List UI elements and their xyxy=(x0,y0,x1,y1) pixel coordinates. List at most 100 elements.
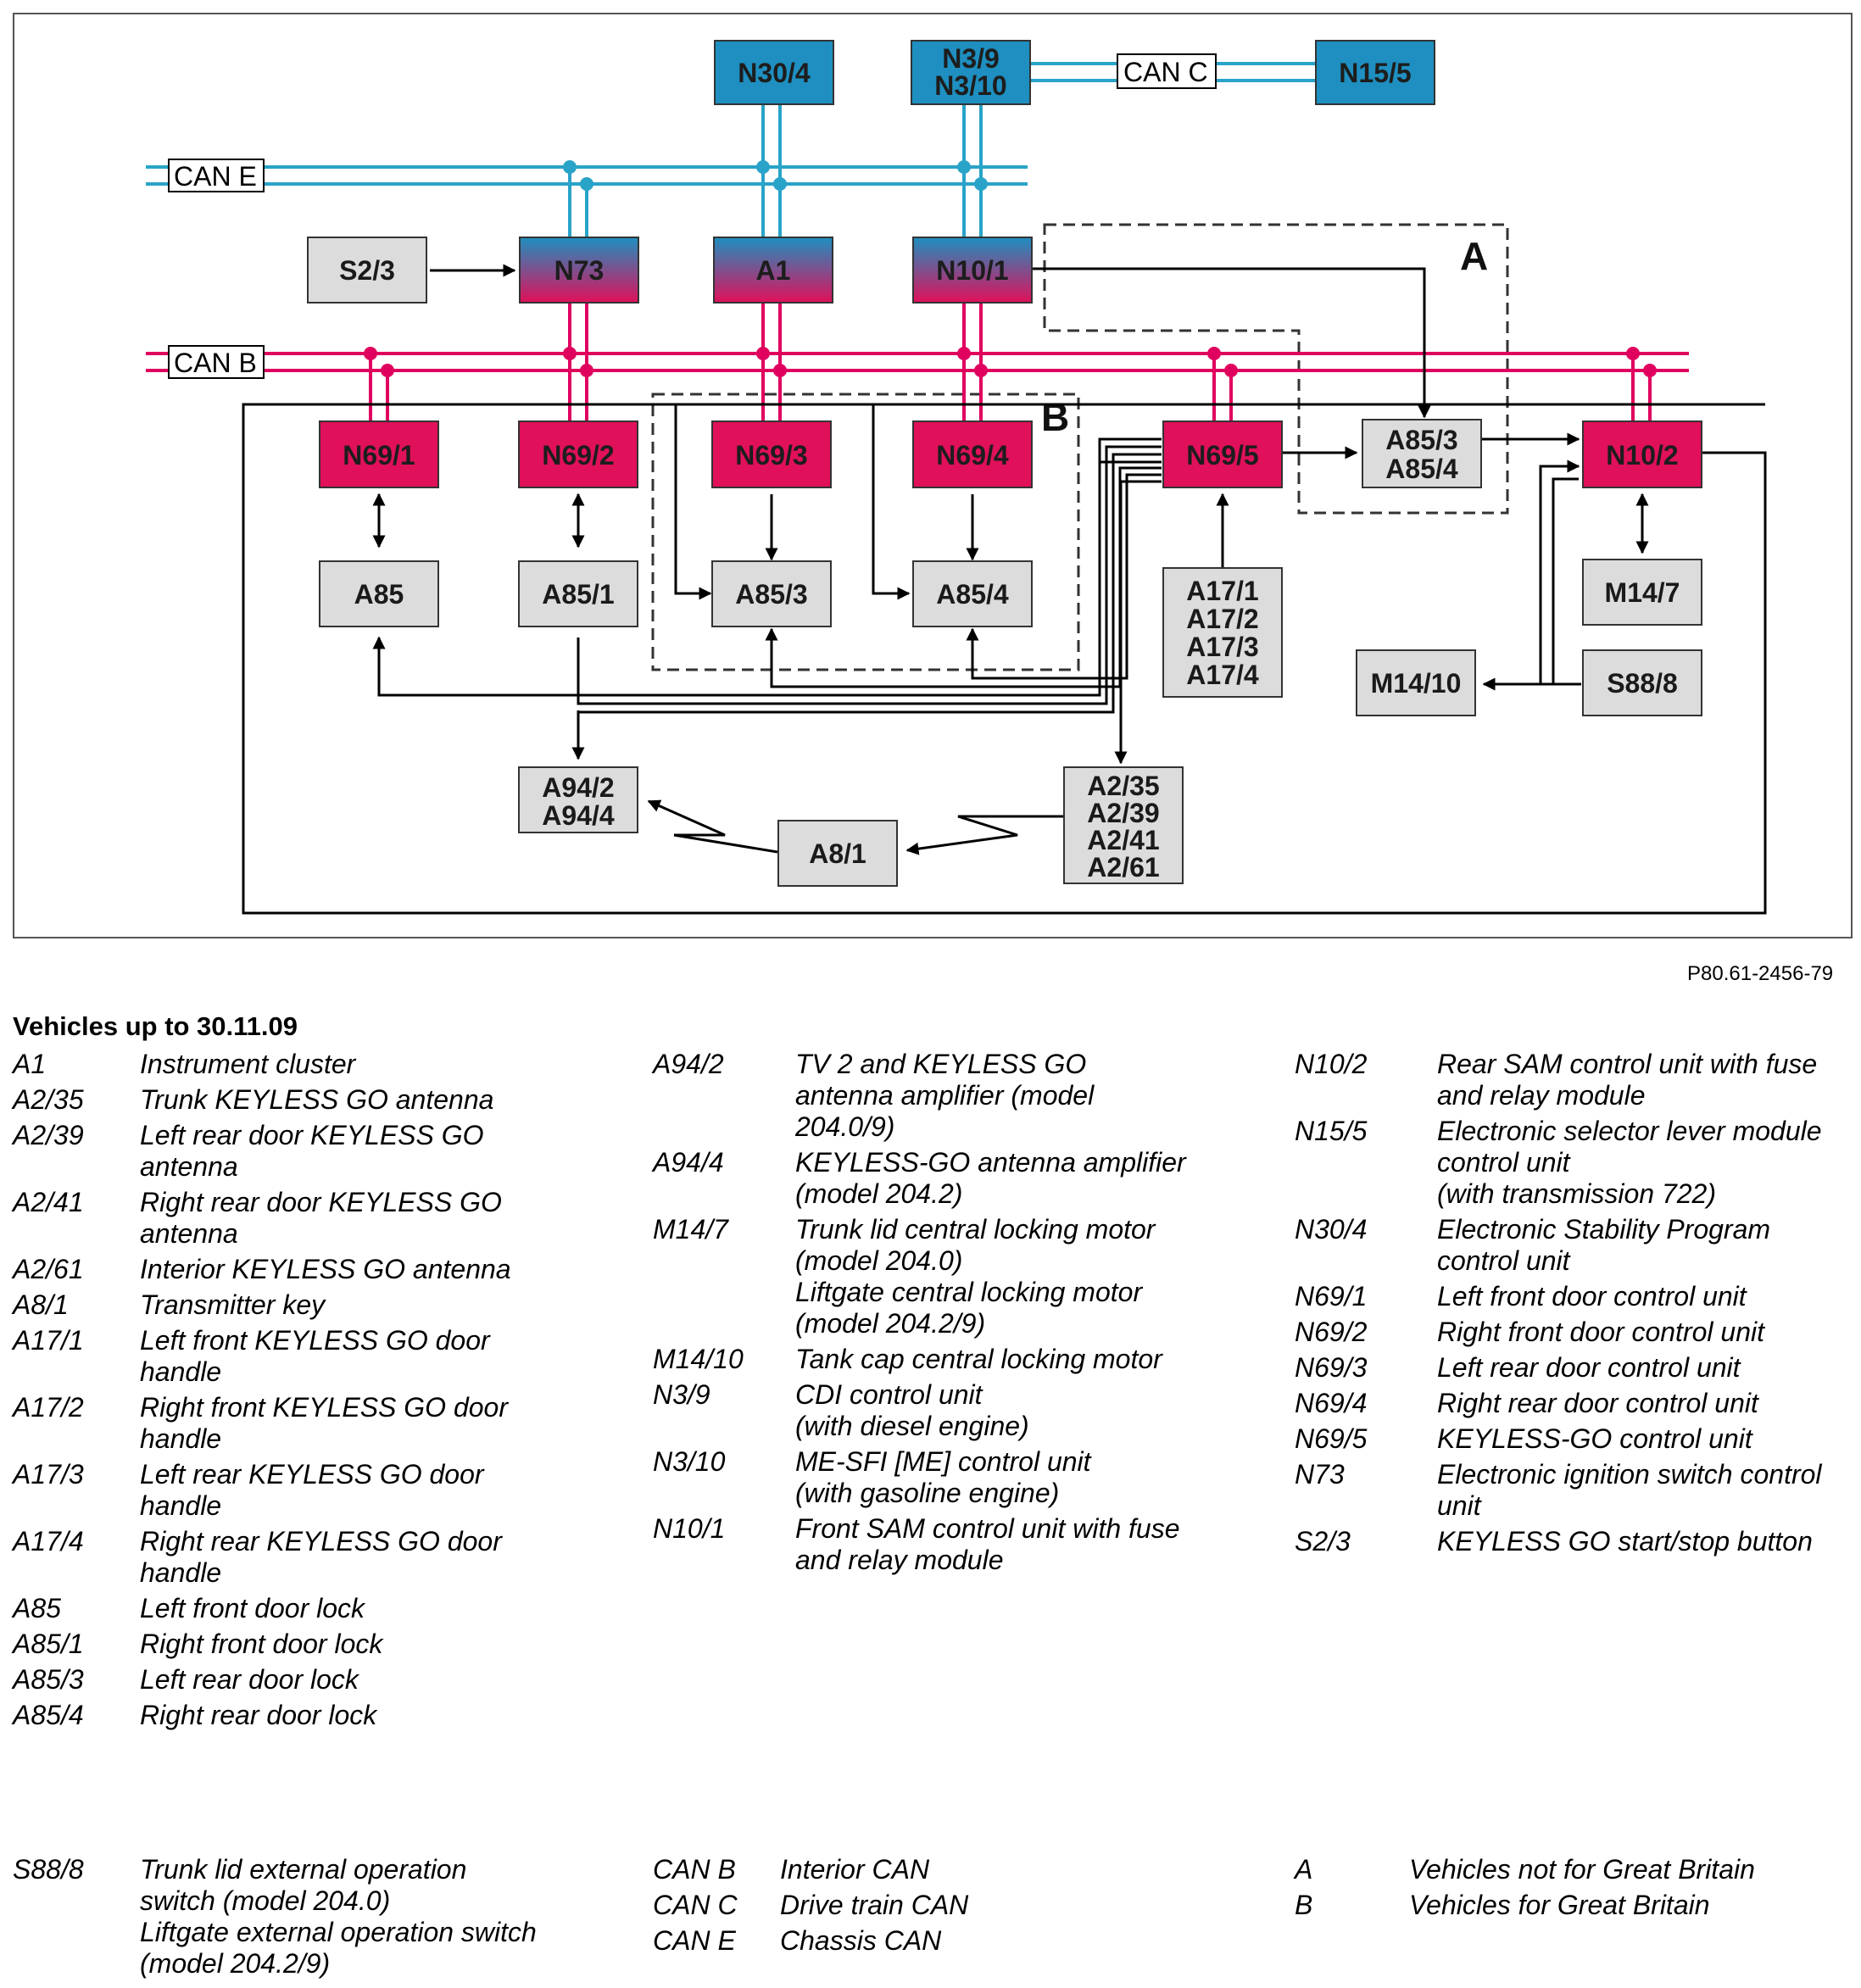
legend-entry: S2/3 KEYLESS GO start/stop button xyxy=(1295,1526,1861,1557)
region-a-label: A xyxy=(1460,234,1488,278)
block-n15-5: N15/5 xyxy=(1315,40,1435,105)
legend-description: Left rear door KEYLESS GO antenna xyxy=(140,1120,484,1182)
legend-code: CAN E xyxy=(653,1925,736,1956)
svg-text:A2/41: A2/41 xyxy=(1087,825,1159,855)
svg-text:N3/10: N3/10 xyxy=(934,70,1006,101)
block-n69-1: N69/1 xyxy=(319,420,439,488)
svg-text:A85/4: A85/4 xyxy=(936,579,1009,610)
svg-text:A85/3: A85/3 xyxy=(1385,425,1457,455)
legend-entry: A2/41 Right rear door KEYLESS GO antenna xyxy=(13,1187,623,1250)
block-a1: A1 xyxy=(713,237,833,303)
legend-description: Instrument cluster xyxy=(140,1049,356,1079)
svg-text:N69/2: N69/2 xyxy=(542,440,614,471)
legend-column-2: A94/2 TV 2 and KEYLESS GO antenna amplifi… xyxy=(653,1049,1263,1580)
legend-description: Drive train CAN xyxy=(780,1890,969,1920)
block-n69-4: N69/4 xyxy=(912,420,1033,488)
legend-description: Electronic ignition switch control unit xyxy=(1437,1459,1822,1521)
signal-lines xyxy=(242,264,1767,915)
legend-description: Right front KEYLESS GO door handle xyxy=(140,1392,508,1454)
legend-code: N73 xyxy=(1295,1459,1345,1490)
svg-text:M14/7: M14/7 xyxy=(1605,577,1680,608)
block-s88-8: S88/8 xyxy=(1582,649,1702,716)
network-diagram: A B CAN E CAN C CAN B xyxy=(13,13,1853,938)
legend-code: A2/41 xyxy=(13,1187,84,1217)
legend-code: S2/3 xyxy=(1295,1526,1351,1556)
svg-text:A94/2: A94/2 xyxy=(542,772,614,803)
legend-description: Right front door lock xyxy=(140,1629,383,1659)
legend-description: KEYLESS GO start/stop button xyxy=(1437,1526,1813,1556)
block-a85: A85 xyxy=(319,560,439,627)
block-a85-4: A85/4 xyxy=(912,560,1033,627)
svg-text:A2/35: A2/35 xyxy=(1087,771,1159,801)
svg-text:A85: A85 xyxy=(354,579,404,610)
block-n3-9-n3-10: N3/9 N3/10 xyxy=(911,40,1031,105)
svg-text:N69/3: N69/3 xyxy=(735,440,807,471)
legend-description: Electronic Stability Program control uni… xyxy=(1437,1214,1771,1276)
svg-text:A17/3: A17/3 xyxy=(1186,632,1258,662)
svg-text:A85/3: A85/3 xyxy=(735,579,807,610)
legend-code: A94/2 xyxy=(653,1049,724,1079)
svg-text:N73: N73 xyxy=(554,255,605,286)
svg-text:A85/1: A85/1 xyxy=(542,579,614,610)
legend-code: A17/4 xyxy=(13,1526,84,1556)
block-n30-4: N30/4 xyxy=(714,40,834,105)
svg-text:A85/4: A85/4 xyxy=(1385,454,1458,484)
block-a8-1: A8/1 xyxy=(777,820,898,887)
legend-description: TV 2 and KEYLESS GO antenna amplifier (m… xyxy=(795,1049,1095,1142)
legend-description: Left rear KEYLESS GO door handle xyxy=(140,1459,484,1521)
can-b-bus xyxy=(146,352,1689,372)
svg-text:N10/1: N10/1 xyxy=(936,255,1008,286)
legend-code: A1 xyxy=(13,1049,47,1079)
svg-text:N15/5: N15/5 xyxy=(1339,58,1411,88)
legend-entry: A17/4 Right rear KEYLESS GO door handle xyxy=(13,1526,623,1589)
svg-text:A8/1: A8/1 xyxy=(809,838,866,869)
legend-description: Right rear KEYLESS GO door handle xyxy=(140,1526,502,1588)
block-n10-2: N10/2 xyxy=(1582,420,1702,488)
legend-code: N69/2 xyxy=(1295,1317,1368,1347)
legend-code: A85/1 xyxy=(13,1629,84,1659)
legend-code: B xyxy=(1295,1890,1313,1920)
svg-text:A2/39: A2/39 xyxy=(1087,798,1159,828)
legend-code: N69/1 xyxy=(1295,1281,1368,1311)
legend-description: Interior CAN xyxy=(780,1854,930,1885)
legend-code: A94/4 xyxy=(653,1147,724,1178)
legend-code: N69/3 xyxy=(1295,1352,1368,1383)
legend-description: Transmitter key xyxy=(140,1289,326,1320)
svg-text:N3/9: N3/9 xyxy=(942,43,1000,74)
legend-entry: A94/2 TV 2 and KEYLESS GO antenna amplifi… xyxy=(653,1049,1263,1143)
legend-description: Interior KEYLESS GO antenna xyxy=(140,1254,511,1284)
can-c-label-box xyxy=(1117,53,1217,89)
legend-code: A17/1 xyxy=(13,1325,84,1356)
legend-description: Right rear door KEYLESS GO antenna xyxy=(140,1187,502,1249)
legend-code: A17/3 xyxy=(13,1459,84,1490)
svg-text:N30/4: N30/4 xyxy=(738,58,811,88)
block-a2-antennas: A2/35 A2/39 A2/41 A2/61 xyxy=(1063,766,1184,884)
legend-code: A2/35 xyxy=(13,1084,84,1115)
legend-description: Left front door lock xyxy=(140,1593,365,1623)
svg-text:A17/4: A17/4 xyxy=(1186,660,1259,690)
svg-text:S88/8: S88/8 xyxy=(1607,668,1678,699)
legend-code: N15/5 xyxy=(1295,1116,1368,1146)
can-c-label: CAN C xyxy=(1123,57,1208,87)
can-e-label-box xyxy=(168,159,265,192)
legend-code: S88/8 xyxy=(13,1854,84,1885)
legend-code: A17/2 xyxy=(13,1392,84,1423)
